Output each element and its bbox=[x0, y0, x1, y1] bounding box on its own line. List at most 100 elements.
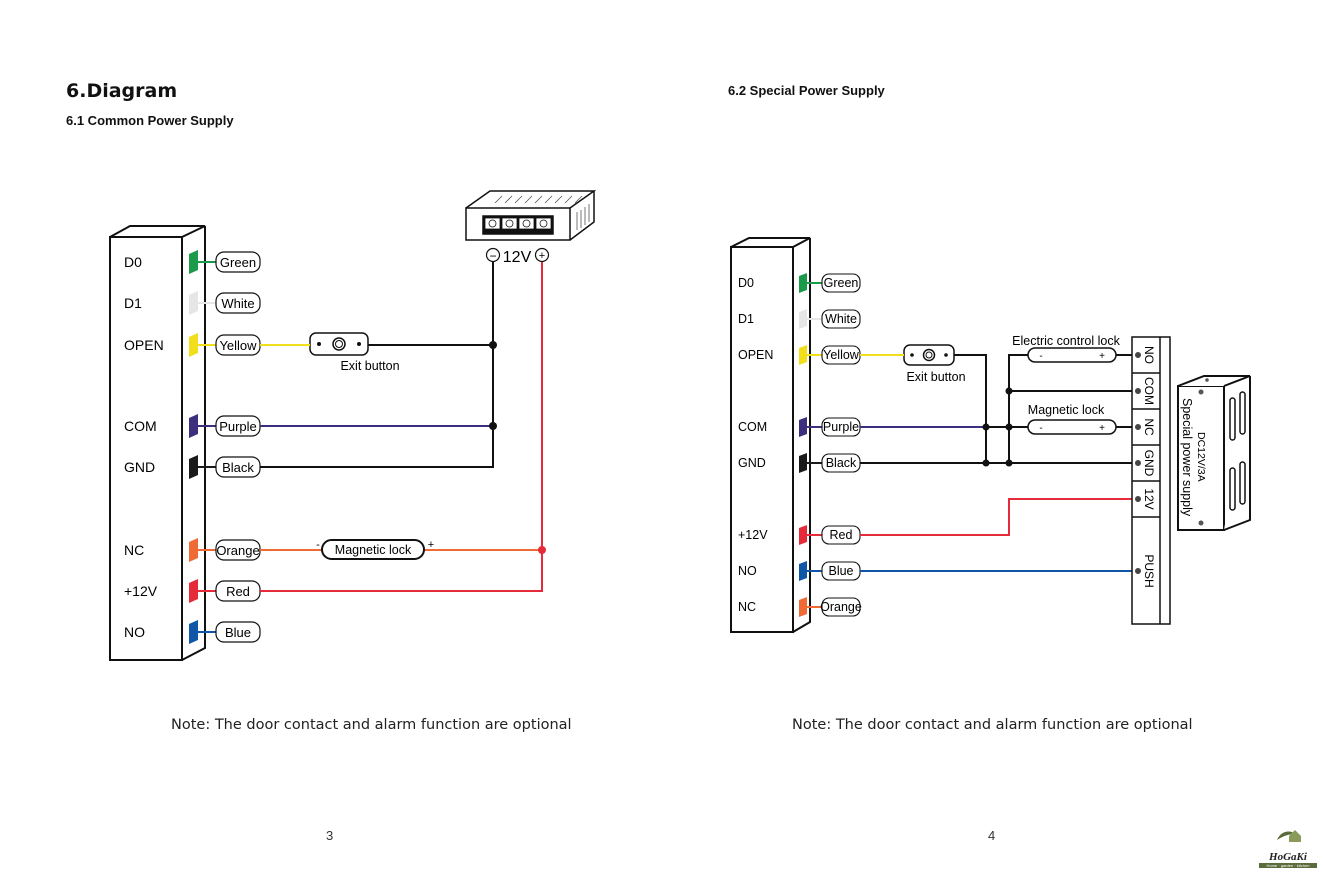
terminal-label: D0 bbox=[738, 276, 754, 290]
page-number-right: 4 bbox=[988, 828, 996, 843]
wire-color-tab bbox=[189, 579, 198, 603]
wire-color-label: Purple bbox=[219, 419, 257, 434]
terminal-d1: D1 White bbox=[124, 291, 261, 315]
wire-color-label: Blue bbox=[828, 564, 853, 578]
wire-color-label: Purple bbox=[823, 420, 859, 434]
wire-color-label: Blue bbox=[225, 625, 251, 640]
wire-color-tab bbox=[189, 455, 198, 479]
lock-minus-sign: - bbox=[316, 539, 320, 551]
magnetic-lock-left: Magnetic lock - + bbox=[316, 539, 434, 560]
wire-color-label: Orange bbox=[820, 600, 862, 614]
logo-tagline: Home · garden · kitchen bbox=[1259, 863, 1317, 868]
page-title: 6.Diagram bbox=[66, 80, 178, 102]
junction-dot bbox=[538, 546, 546, 554]
psu-minus-terminal bbox=[485, 247, 501, 263]
psu-plus-sign: + bbox=[539, 250, 545, 262]
psu-terminal-no: NO bbox=[1135, 346, 1156, 364]
wire-color-tab bbox=[189, 620, 198, 644]
psu-terminal-label: PUSH bbox=[1142, 554, 1156, 587]
special-power-supply-box bbox=[1177, 375, 1251, 531]
section-title-common-power: 6.1 Common Power Supply bbox=[66, 113, 234, 128]
psu-terminal-com: COM bbox=[1135, 377, 1156, 405]
junction-dots-right bbox=[982, 387, 1013, 467]
terminal-label: OPEN bbox=[124, 337, 164, 353]
terminal-d1: D1 White bbox=[738, 309, 861, 329]
psu-terminal-12v: 12V bbox=[1135, 488, 1156, 510]
terminal-com: COM Purple bbox=[738, 417, 861, 437]
magnetic-lock-label: Magnetic lock bbox=[1028, 403, 1105, 417]
psu-name-label: Special power supply bbox=[1180, 398, 1194, 517]
terminal-label: GND bbox=[124, 459, 155, 475]
psu-terminal-push: PUSH bbox=[1135, 554, 1156, 588]
wire-color-label: White bbox=[221, 296, 254, 311]
terminal-label: D1 bbox=[738, 312, 754, 326]
wire-label-pill bbox=[215, 292, 261, 314]
wire-color-tab bbox=[189, 538, 198, 562]
controller-box-right bbox=[730, 237, 811, 633]
psu-terminal-label: NO bbox=[1142, 346, 1156, 364]
page-number-left: 3 bbox=[326, 828, 334, 843]
wires-right bbox=[860, 354, 1138, 572]
wire-color-tab bbox=[799, 309, 807, 329]
wire-color-tab bbox=[189, 333, 198, 357]
psu-terminal-label: COM bbox=[1142, 377, 1156, 405]
terminal-d0: D0 Green bbox=[124, 250, 261, 274]
note-left: Note: The door contact and alarm functio… bbox=[171, 717, 572, 733]
exit-button-label: Exit button bbox=[906, 370, 965, 384]
power-supply-12v bbox=[465, 190, 597, 241]
terminal-label: +12V bbox=[738, 528, 768, 542]
wire-color-tab bbox=[799, 525, 807, 545]
terminal-plus12v: +12V Red bbox=[124, 579, 261, 603]
terminal-label: GND bbox=[738, 456, 766, 470]
electric-lock-label: Electric control lock bbox=[1012, 334, 1120, 348]
junction-dot bbox=[489, 422, 497, 430]
wire-color-label: White bbox=[825, 312, 857, 326]
controller-box-left bbox=[109, 225, 206, 661]
lock-plus-sign: + bbox=[1099, 423, 1105, 434]
lock-plus-sign: + bbox=[428, 539, 434, 551]
terminal-no: NO Blue bbox=[738, 561, 861, 581]
terminal-label: D1 bbox=[124, 295, 142, 311]
wire-label-pill bbox=[821, 273, 861, 293]
wire-label-pill bbox=[821, 597, 861, 617]
exit-button-label: Exit button bbox=[340, 359, 399, 373]
wires-left bbox=[260, 262, 543, 592]
psu-terminal-nc: NC bbox=[1135, 418, 1156, 436]
psu-terminal-label: 12V bbox=[1142, 488, 1156, 509]
terminal-label: COM bbox=[124, 418, 157, 434]
wire-label-pill bbox=[215, 251, 261, 273]
psu-rating-label: DC12V/3A bbox=[1195, 432, 1207, 482]
exit-button-left: Exit button bbox=[309, 332, 400, 373]
leaf-house-icon bbox=[1277, 830, 1301, 842]
hogaki-logo: HoGaKi Home · garden · kitchen bbox=[1259, 826, 1317, 870]
psu-terminal-block bbox=[1131, 336, 1171, 625]
wire-color-label: Red bbox=[226, 584, 250, 599]
wire-color-tab bbox=[799, 345, 807, 365]
psu-terminal-gnd: GND bbox=[1135, 450, 1156, 477]
wire-color-label: Green bbox=[220, 255, 256, 270]
lock-plus-sign: + bbox=[1099, 351, 1105, 362]
terminal-label: NC bbox=[124, 542, 144, 558]
junction-dot bbox=[489, 341, 497, 349]
wire-color-tab bbox=[799, 561, 807, 581]
wire-color-tab bbox=[799, 273, 807, 293]
wire-color-label: Red bbox=[830, 528, 853, 542]
psu-plus-terminal bbox=[534, 247, 550, 263]
wire-color-tab bbox=[189, 291, 198, 315]
wire-color-label: Yellow bbox=[823, 348, 860, 362]
terminal-d0: D0 Green bbox=[738, 273, 861, 293]
terminal-label: COM bbox=[738, 420, 767, 434]
psu-voltage-label: 12V bbox=[503, 249, 532, 266]
terminal-label: NO bbox=[738, 564, 757, 578]
wire-color-label: Green bbox=[824, 276, 859, 290]
wire-color-tab bbox=[799, 417, 807, 437]
logo-name: HoGaKi bbox=[1269, 851, 1307, 863]
terminal-label: D0 bbox=[124, 254, 142, 270]
wire-color-tab bbox=[189, 414, 198, 438]
electric-control-lock: Electric control lock - + bbox=[1012, 334, 1121, 363]
terminal-label: +12V bbox=[124, 583, 158, 599]
